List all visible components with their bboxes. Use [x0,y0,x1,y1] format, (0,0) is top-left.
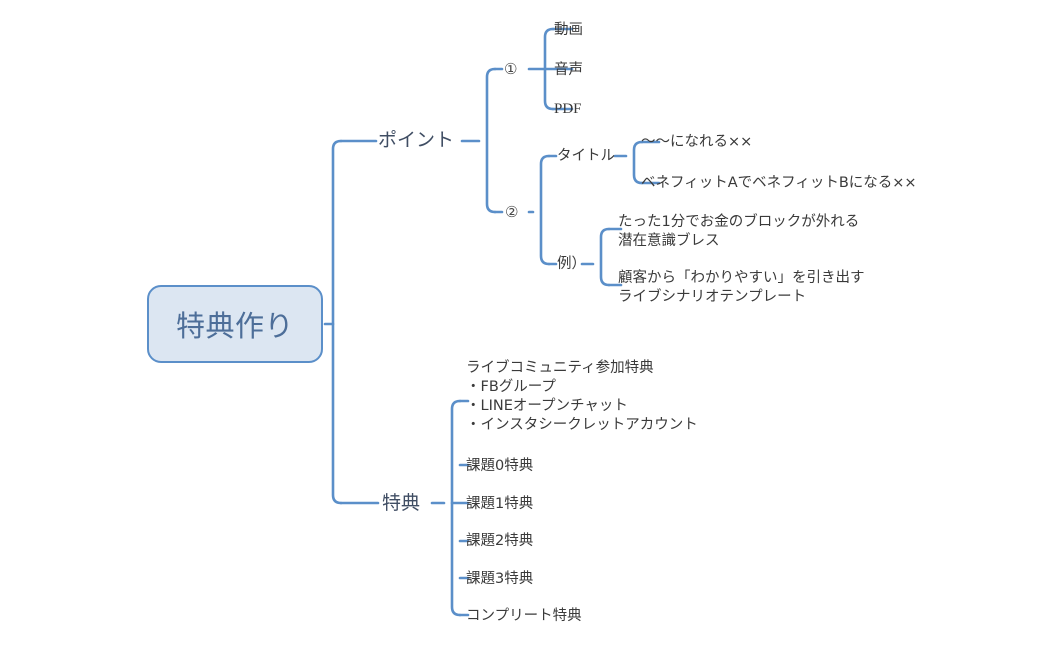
leaf-title-pattern-2[interactable]: ベネフィットAでベネフィットBになる×× [641,175,917,191]
leaf-task1-bonus[interactable]: 課題1特典 [466,496,534,512]
root-node[interactable]: 特典作り [147,285,323,363]
connector-point-spine [485,67,497,214]
connector-1-spine [543,27,555,111]
marker-2[interactable]: ② [505,203,519,221]
leaf-rei-example-2[interactable]: 顧客から「わかりやすい」を引き出す ライブシナリオテンプレート [618,269,865,307]
branch-point-label[interactable]: ポイント [378,129,455,151]
leaf-complete-bonus[interactable]: コンプリート特典 [466,608,582,624]
leaf-task3-bonus[interactable]: 課題3特典 [466,571,534,587]
connector-2-spine [539,154,551,266]
leaf-rei-example-1-line2: 潜在意識ブレス [618,233,720,250]
leaf-community-bonus-line4: ・インスタシークレットアカウント [466,417,698,434]
connector-rei-spine [599,227,611,287]
leaf-community-bonus-line3: ・LINEオープンチャット [466,398,628,415]
leaf-rei-example-1[interactable]: たった1分でお金のブロックが外れる 潜在意識ブレス [618,213,859,251]
leaf-community-bonus[interactable]: ライブコミュニティ参加特典 ・FBグループ ・LINEオープンチャット ・インス… [466,359,698,436]
connector-tokuten-spine [450,399,462,617]
root-node-label: 特典作り [175,309,294,343]
leaf-title-pattern-1[interactable]: 〜〜になれる×× [641,134,753,150]
leaf-task2-bonus[interactable]: 課題2特典 [466,533,534,549]
connector-main-spine [331,139,343,505]
leaf-pdf[interactable]: PDF [554,101,582,117]
branch-tokuten-label[interactable]: 特典 [382,492,421,514]
leaf-task0-bonus[interactable]: 課題0特典 [466,458,534,474]
subbranch-title-label[interactable]: タイトル [557,148,615,164]
leaf-onsei[interactable]: 音声 [554,62,583,78]
leaf-douga[interactable]: 動画 [554,22,583,38]
marker-1[interactable]: ① [504,60,518,78]
subbranch-rei-label[interactable]: 例） [557,256,586,272]
leaf-rei-example-2-line2: ライブシナリオテンプレート [618,289,807,306]
leaf-rei-example-1-line1: たった1分でお金のブロックが外れる [618,214,860,230]
leaf-rei-example-2-line1: 顧客から「わかりやすい」を引き出す [618,270,865,286]
leaf-community-bonus-line1: ライブコミュニティ参加特典 [466,360,654,376]
leaf-community-bonus-line2: ・FBグループ [466,379,556,396]
